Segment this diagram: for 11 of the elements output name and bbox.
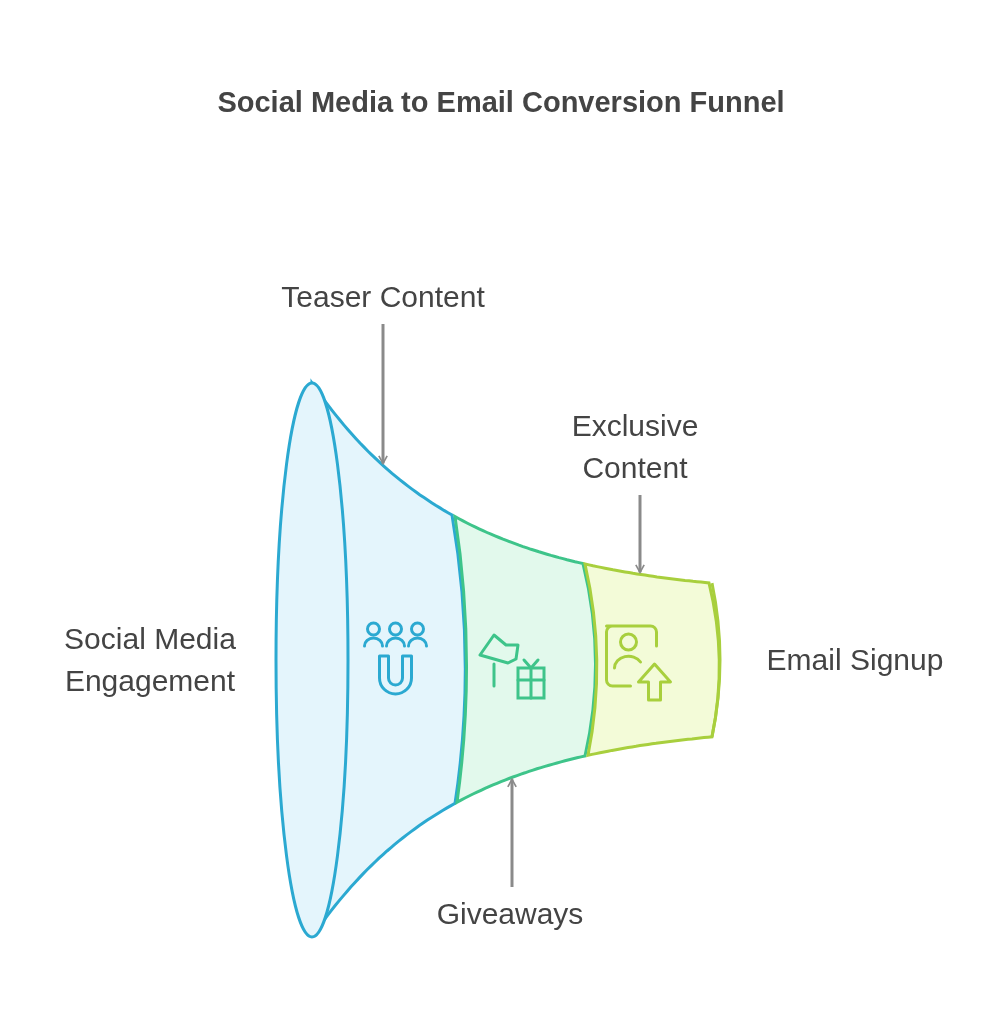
leader-arrow: [378, 324, 388, 465]
diagram-title: Social Media to Email Conversion Funnel: [216, 86, 786, 119]
leader-arrow: [507, 778, 517, 887]
callout-text: Exclusive Content: [540, 405, 730, 489]
stage-label: Email Signup: [765, 642, 945, 678]
leader-arrow: [635, 495, 645, 574]
callout-text: Teaser Content: [263, 276, 503, 318]
funnel-section: [453, 515, 597, 804]
callout-text: Giveaways: [410, 893, 610, 935]
funnel-section: [583, 562, 722, 757]
stage-label: Social Media Engagement: [63, 621, 237, 699]
